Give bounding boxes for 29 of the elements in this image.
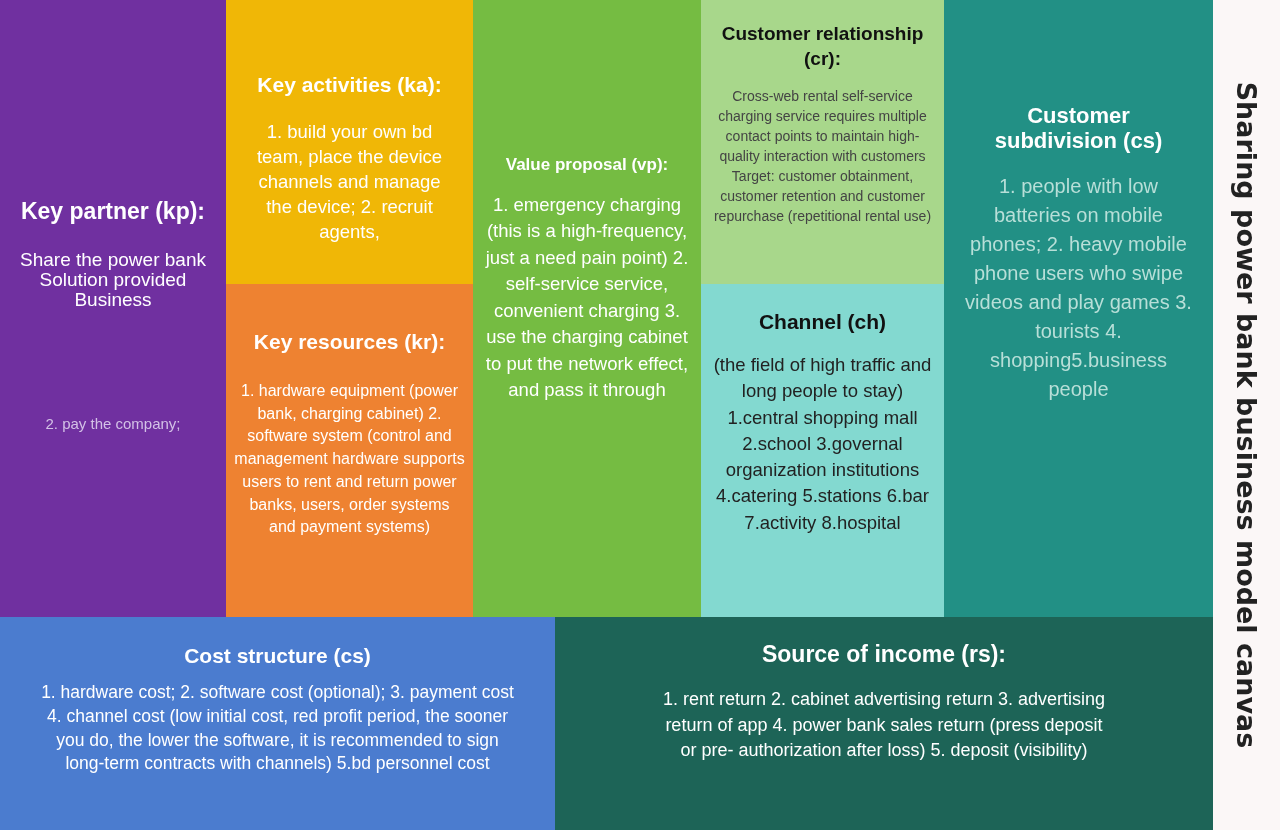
block-heading: Key activities (ka):	[256, 72, 443, 98]
block-text: 1. people with low batteries on mobile phones; 2. heavy mobile phone users who swipe videos and play games 3. tourists 4. shopping5.business people	[964, 174, 1193, 402]
block-text: 2. pay the company;	[44, 415, 182, 433]
canvas-block	[0, 0, 226, 617]
canvas-block	[226, 284, 473, 617]
block-heading: Channel (ch)	[757, 309, 888, 335]
canvas-block	[701, 0, 944, 284]
block-text: 1. hardware equipment (power bank, charging cabinet) 2. software system (control and management hardware supports users to rent and return power banks, users, order systems and payment systems)	[234, 381, 465, 538]
block-heading: Value proposal (vp):	[504, 155, 670, 176]
block-heading: Customer relationship (cr):	[721, 22, 924, 71]
canvas-block	[701, 284, 944, 617]
block-heading: Customer subdivision (cs)	[993, 103, 1164, 154]
block-text: 1. emergency charging (this is a high-frequency, just a need pain point) 2. self-service service, convenient charging 3. use the charging cabinet to put the network effect, and pass it through	[484, 193, 690, 403]
canvas-block	[473, 0, 701, 617]
canvas-block	[944, 0, 1213, 617]
block-heading: Source of income (rs):	[760, 641, 1008, 669]
block-text: 1. hardware cost; 2. software cost (optional); 3. payment cost 4. channel cost (low initial cost, red profit period, the sooner you do, the lower the software, it is recommended to sign long-term contracts with channels) 5.bd personnel cost	[40, 681, 515, 776]
canvas-title: Sharing power bank business model canvas	[1230, 80, 1263, 751]
canvas-block	[226, 0, 473, 284]
block-text: (the field of high traffic and long people to stay) 1.central shopping mall 2.school 3.governal organization institutions 4.catering 5.stations 6.bar 7.activity 8.hospital	[712, 353, 933, 535]
block-heading: Key partner (kp):	[19, 198, 206, 226]
canvas-block	[0, 617, 555, 830]
block-text: Share the power bank Solution provided Business	[19, 250, 207, 311]
canvas-block	[555, 617, 1213, 830]
block-text: 1. build your own bd team, place the device channels and manage the device; 2. recruit agents,	[255, 120, 444, 244]
block-text: Cross-web rental self-service charging service requires multiple contact points to maintain high-quality interaction with customers Target: customer obtainment, customer retention and customer repurchase (repetitional rental use)	[712, 87, 933, 227]
block-heading: Cost structure (cs)	[183, 643, 372, 669]
block-heading: Key resources (kr):	[252, 329, 447, 355]
block-text: 1. rent return 2. cabinet advertising return 3. advertising return of app 4. power bank sales return (press deposit or pre- authorization after loss) 5. deposit (visibility)	[661, 688, 1107, 763]
